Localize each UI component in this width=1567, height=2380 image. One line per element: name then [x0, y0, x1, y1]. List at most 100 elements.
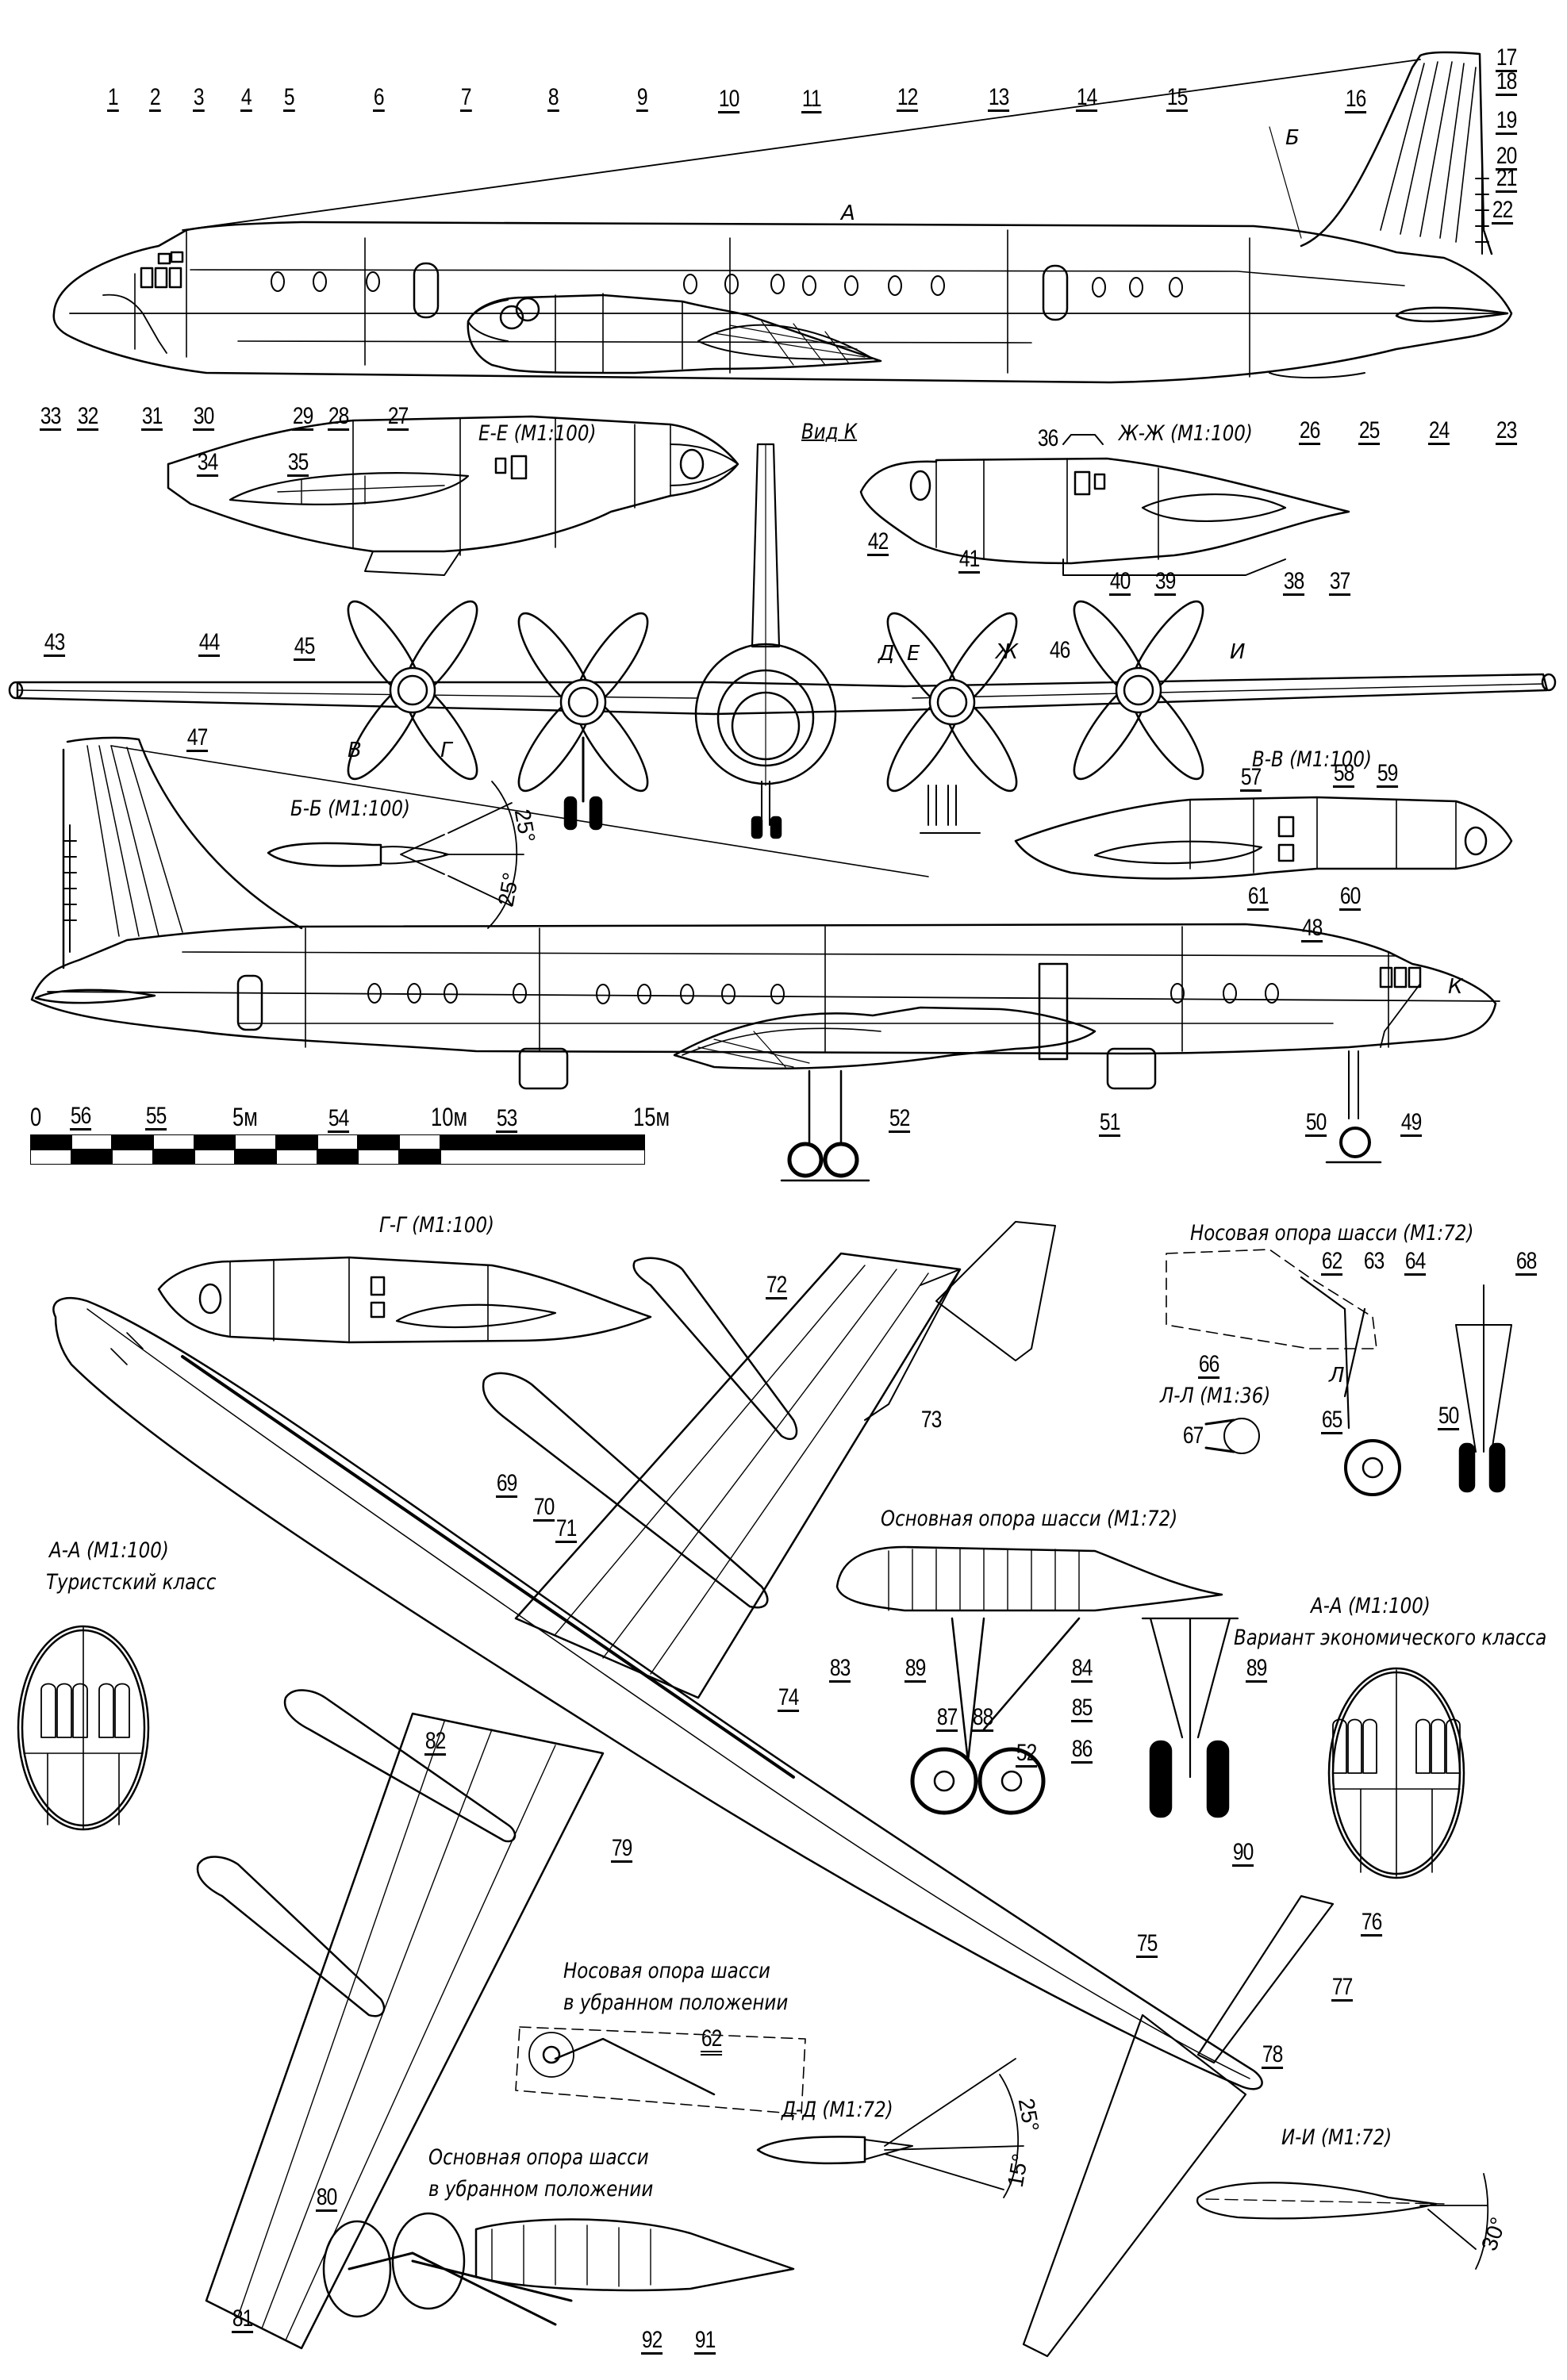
- caption-view-k: Вид К: [801, 420, 858, 444]
- callout-label: 90: [1232, 1839, 1254, 1867]
- nose-gear-retracted: [515, 2026, 806, 2115]
- scale-tick: 5м: [232, 1103, 258, 1131]
- caption-section-bb: Б-Б (М1:100): [290, 797, 410, 821]
- callout-label: 66: [1198, 1351, 1219, 1379]
- vertical-fin: [1300, 51, 1493, 255]
- callout-label: 68: [1515, 1248, 1537, 1276]
- callout-label: 54: [328, 1105, 349, 1133]
- scale-bar-segment: [440, 1134, 645, 1150]
- callout-label: 79: [611, 1835, 632, 1863]
- callout-label: 4: [240, 84, 252, 112]
- callout-label: 81: [232, 2305, 253, 2333]
- tailplane-plan: [1196, 1894, 1335, 2064]
- callout-label: 62: [701, 2027, 722, 2056]
- callout-label: 46: [1049, 637, 1071, 663]
- scale-tick: 0: [30, 1103, 42, 1131]
- callout-label: 10: [718, 86, 739, 113]
- section-marker-g: Г: [440, 739, 452, 762]
- callout-label: 53: [496, 1105, 517, 1133]
- callout-label: 22: [1492, 197, 1513, 225]
- callout-label: 74: [778, 1684, 799, 1712]
- nacelle-plan-upper-outer: [632, 1257, 798, 1441]
- caption-tourist-class: Туристский класс: [46, 1570, 217, 1595]
- scale-bar-segment: [276, 1150, 317, 1165]
- section-marker-e: Е: [907, 642, 920, 666]
- callout-label: 87: [936, 1704, 958, 1732]
- nacelle-plan-upper-inner: [482, 1372, 769, 1609]
- callout-label: 15: [1166, 84, 1188, 112]
- callout-label: 80: [316, 2184, 337, 2212]
- callout-label: 32: [77, 403, 98, 431]
- caption-economy-class: Вариант экономического класса: [1234, 1626, 1547, 1650]
- caption-section-vv: В-В (М1:100): [1252, 747, 1372, 772]
- callout-label: 41: [958, 546, 980, 574]
- callout-label: 77: [1331, 1974, 1353, 2002]
- caption-section-aa-tourist: А-А (М1:100): [49, 1538, 169, 1563]
- callout-label: 92: [641, 2327, 663, 2355]
- section-ii: [1196, 2173, 1489, 2270]
- callout-label: 6: [373, 84, 385, 112]
- scale-tick: 10м: [431, 1103, 468, 1131]
- callout-label: 59: [1377, 760, 1398, 788]
- nacelle-plan-lower-inner: [283, 1689, 517, 1843]
- propeller-outer-right: [1073, 600, 1204, 781]
- callout-label: 56: [70, 1103, 91, 1130]
- scale-bar-segment: [399, 1150, 440, 1165]
- nacelle-section-ee: [167, 415, 739, 576]
- callout-label: 70: [533, 1494, 555, 1522]
- callout-label: 9: [636, 84, 648, 112]
- callout-label: 8: [547, 84, 559, 112]
- callout-label: 31: [141, 403, 163, 431]
- scale-bar-segment: [276, 1134, 317, 1150]
- callout-label: 52: [889, 1105, 910, 1133]
- callout-label: 45: [294, 633, 315, 661]
- scale-bar-segment: [358, 1150, 399, 1165]
- callout-label: 42: [867, 528, 889, 556]
- scale-bar-segment: [235, 1134, 276, 1150]
- callout-label: 47: [186, 724, 208, 752]
- scale-bar-segment: [317, 1134, 359, 1150]
- callout-label: 89: [1246, 1655, 1267, 1683]
- horizontal-stabilizer: [1395, 306, 1509, 323]
- caption-section-gg: Г-Г (М1:100): [379, 1213, 495, 1238]
- scale-bar-segment: [194, 1134, 236, 1150]
- callout-label: 12: [897, 84, 918, 112]
- callout-label: 29: [292, 403, 313, 431]
- callout-label: 11: [801, 86, 822, 113]
- caption-nose-gear-retracted-2: в убранном положении: [563, 1990, 789, 2015]
- callout-label: 75: [1136, 1930, 1158, 1958]
- fuselage-outline-lower: [30, 923, 1497, 1055]
- callout-label: 69: [496, 1470, 517, 1498]
- callout-label: 72: [766, 1272, 787, 1299]
- section-marker-k: К: [1448, 975, 1463, 999]
- callout-label: 44: [198, 629, 220, 657]
- engine-nacelle-side: [467, 293, 882, 374]
- section-bb: [267, 781, 524, 929]
- side-view-lower: [30, 736, 1500, 1182]
- callout-label: 91: [694, 2327, 716, 2355]
- callout-label: 88: [972, 1704, 993, 1732]
- scale-bar: 0 5м 10м 15м: [30, 1103, 670, 1165]
- scale-bar-segment: [194, 1150, 236, 1165]
- callout-label: 3: [193, 84, 205, 112]
- callout-label: 86: [1071, 1736, 1093, 1764]
- callout-label: 27: [387, 403, 409, 431]
- callout-label: 14: [1076, 84, 1097, 112]
- callout-label: 49: [1400, 1109, 1422, 1137]
- section-marker-b: Б: [1285, 126, 1300, 150]
- callout-label: 20: [1496, 143, 1517, 171]
- callout-label: 76: [1361, 1909, 1382, 1937]
- callout-label: 30: [193, 403, 214, 431]
- scale-bar-segment: [399, 1134, 440, 1150]
- caption-nose-gear: Носовая опора шасси (М1:72): [1190, 1221, 1474, 1246]
- callout-label: 16: [1345, 86, 1366, 113]
- fin-front: [751, 443, 781, 648]
- antenna-wire: [182, 59, 1421, 231]
- callout-label: 5: [283, 84, 295, 112]
- rear-door: [1042, 264, 1069, 321]
- scale-bar-segment: [71, 1134, 113, 1150]
- scale-bar-segment: [153, 1134, 194, 1150]
- cabin-windows: [271, 271, 1183, 298]
- fuselage-plan: [52, 1296, 1263, 2090]
- callout-label dbl: 50: [1438, 1403, 1459, 1430]
